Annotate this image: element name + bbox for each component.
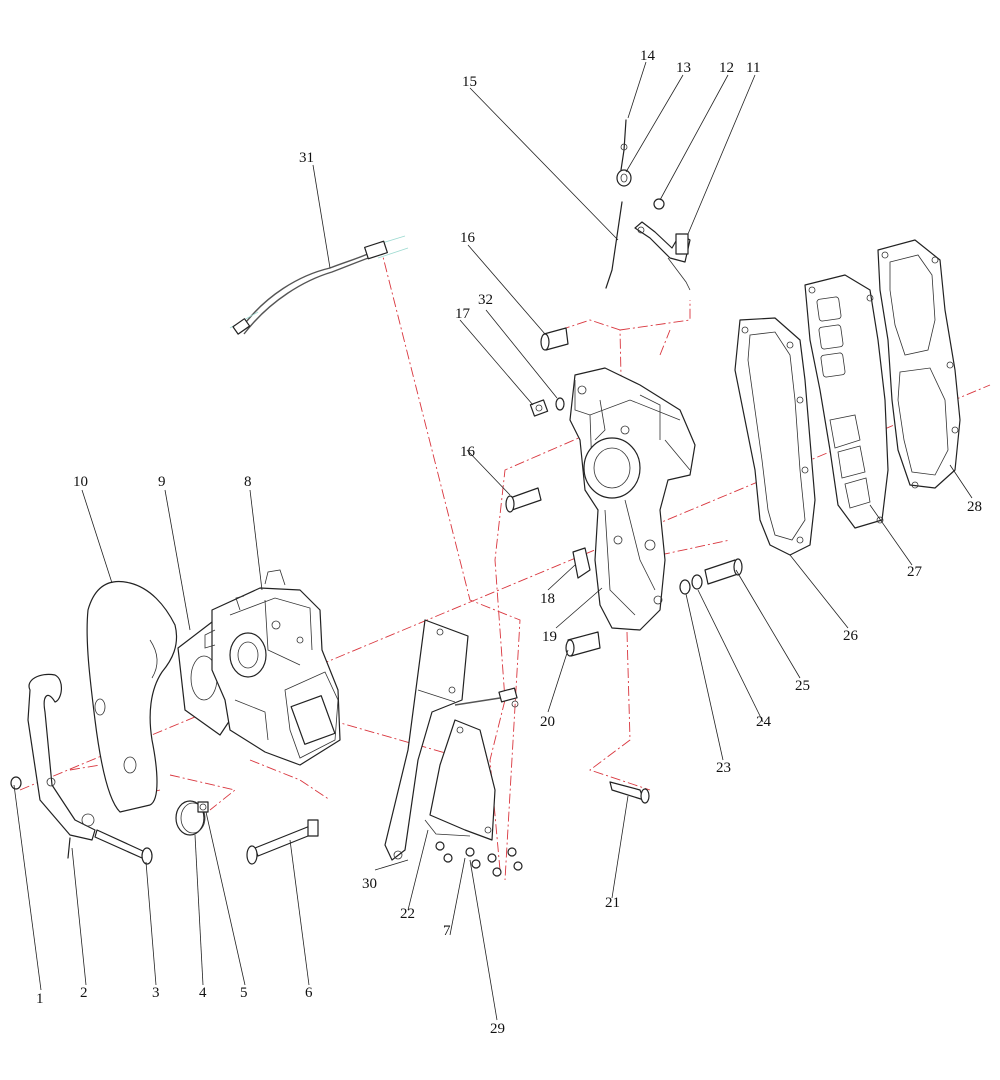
part-22-bracket-plate	[424, 719, 496, 841]
part-20-bushing	[565, 631, 601, 657]
part-18-cap	[572, 547, 591, 579]
label-5: 5	[240, 985, 248, 1001]
label-4: 4	[199, 985, 207, 1001]
label-2: 2	[80, 985, 88, 1001]
label-21: 21	[605, 895, 620, 911]
part-16-bolt-lower	[505, 487, 542, 513]
part-4-plug	[175, 800, 206, 836]
part-23-washer	[679, 579, 691, 595]
part-13-nut	[616, 169, 632, 187]
label-28: 28	[967, 499, 982, 515]
part-21-stud	[609, 781, 650, 804]
label-15: 15	[462, 74, 477, 90]
part-26-gasket	[734, 317, 816, 556]
label-12: 12	[719, 60, 734, 76]
part-16-bolt-upper	[540, 327, 569, 351]
label-7: 7	[443, 923, 451, 939]
part-8-carburetor	[204, 569, 341, 766]
label-10: 10	[73, 474, 88, 490]
label-17: 17	[455, 306, 471, 322]
part-32-washer	[555, 397, 565, 411]
label-13: 13	[676, 60, 691, 76]
part-6-long-bolt	[246, 819, 319, 865]
label-9: 9	[158, 474, 166, 490]
part-number-labels: 1 2 3 4 5 6 7 8 9 10 11 12 13 14 15 16 1…	[36, 48, 982, 1037]
part-17-screw	[529, 399, 549, 417]
part-19-intake-manifold	[569, 367, 696, 631]
label-29: 29	[490, 1021, 505, 1037]
label-30: 30	[362, 876, 377, 892]
leader-lines	[13, 61, 973, 1021]
harness-connector	[454, 687, 519, 708]
label-22: 22	[400, 906, 415, 922]
label-32: 32	[478, 292, 493, 308]
label-8: 8	[244, 474, 252, 490]
label-14: 14	[640, 48, 656, 64]
part-28-gasket	[877, 239, 961, 489]
label-26: 26	[843, 628, 859, 644]
part-5-screw	[197, 801, 209, 813]
part-31-wire-harness	[229, 235, 409, 335]
part-11-lever	[634, 221, 691, 291]
label-31: 31	[299, 150, 314, 166]
part-14-spring-pin	[620, 119, 628, 171]
label-6: 6	[305, 985, 313, 1001]
label-1: 1	[36, 991, 44, 1007]
label-24: 24	[756, 714, 772, 730]
label-11: 11	[746, 60, 760, 76]
label-23: 23	[716, 760, 731, 776]
part-2-bracket	[27, 673, 96, 859]
label-27: 27	[907, 564, 923, 580]
part-24-washer	[691, 574, 703, 590]
part-10-carburetor-cover	[86, 580, 178, 813]
label-19: 19	[542, 629, 557, 645]
label-18: 18	[540, 591, 555, 607]
part-25-bolt	[704, 558, 743, 585]
label-20: 20	[540, 714, 555, 730]
part-30-bracket-plate	[384, 619, 469, 861]
part-27-reed-plate	[804, 274, 889, 529]
part-3-bolt	[94, 829, 153, 865]
part-15-linkage-rod	[605, 201, 623, 289]
label-16-lower: 16	[460, 444, 476, 460]
label-25: 25	[795, 678, 810, 694]
part-12-screw	[653, 198, 665, 210]
label-16-upper: 16	[460, 230, 476, 246]
part-29-screws	[435, 841, 523, 877]
label-3: 3	[152, 985, 160, 1001]
part-1-washer	[10, 776, 22, 790]
